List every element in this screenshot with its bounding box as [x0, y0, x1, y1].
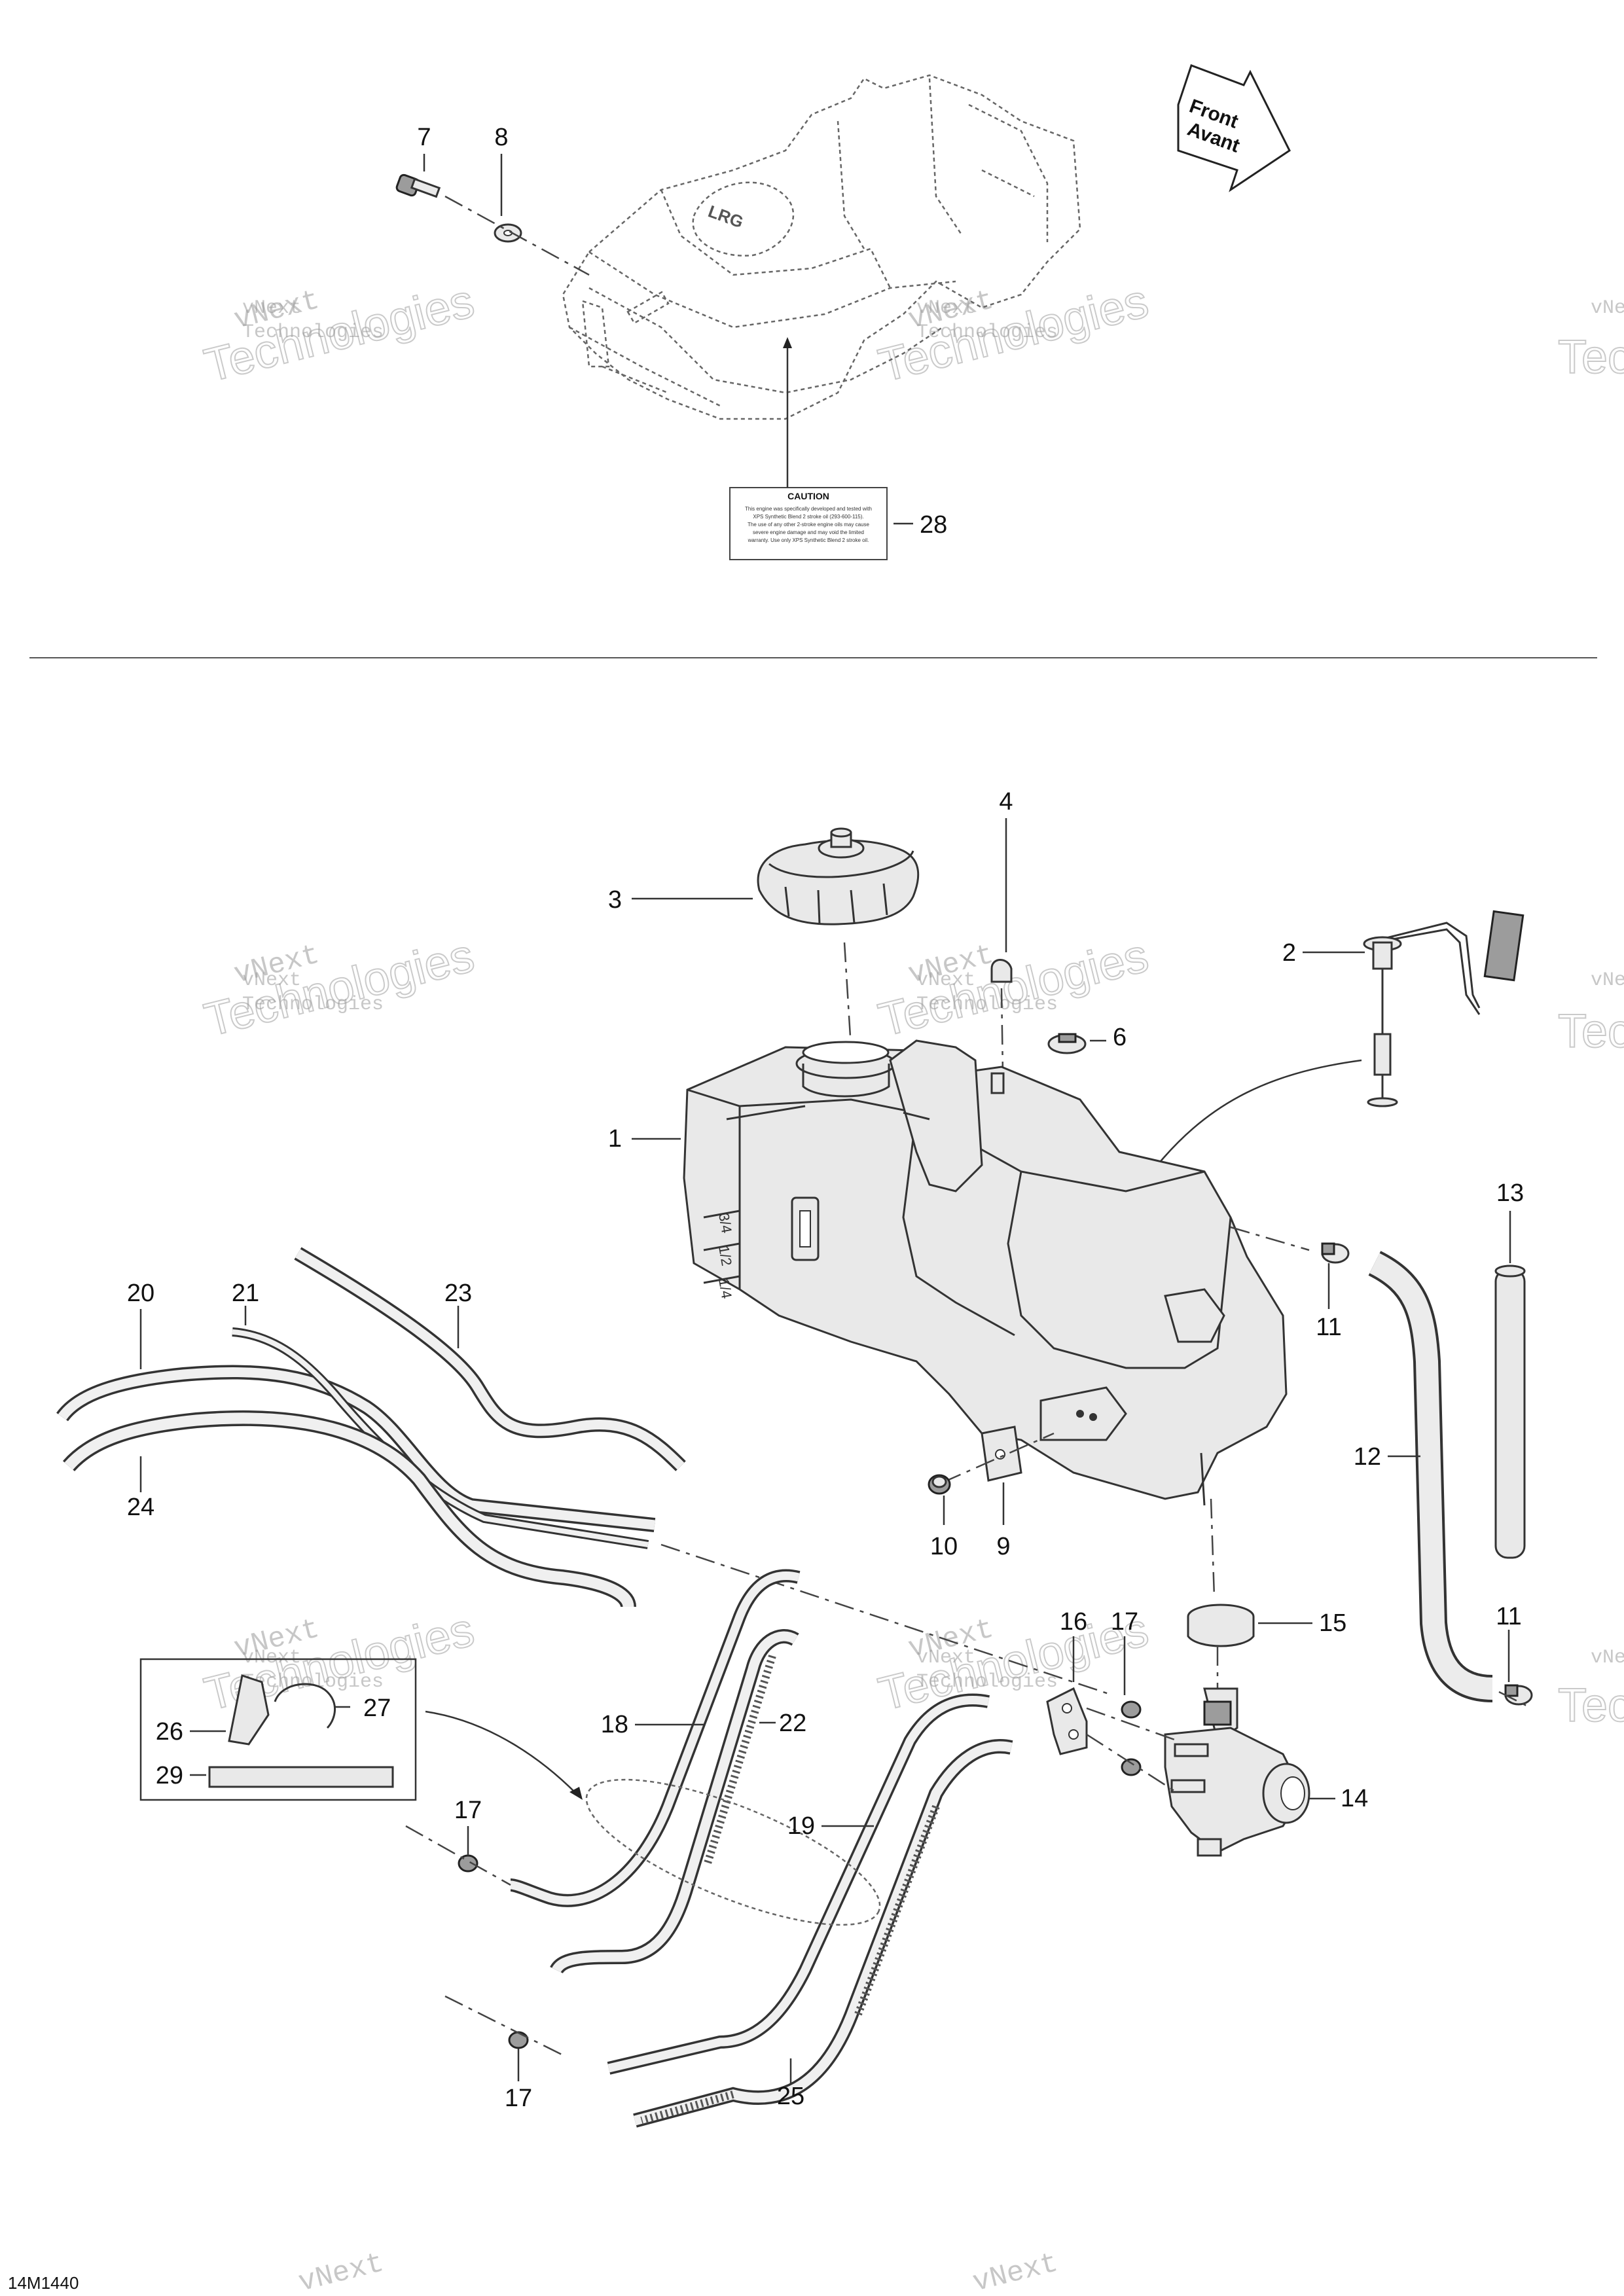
callout-6: 6: [1113, 1024, 1127, 1051]
oil-tank-cap-part-3: [757, 827, 920, 925]
callout-25: 25: [777, 2083, 804, 2110]
callout-26: 26: [156, 1718, 183, 1746]
oil-level-sensor-part-2: [1149, 910, 1525, 1178]
watermark-text: Technologies: [200, 929, 479, 1047]
callout-16: 16: [1060, 1608, 1087, 1636]
caution-line: XPS Synthetic Blend 2 stroke oil (293-60…: [753, 514, 863, 520]
bracket-part-16: [1046, 1636, 1088, 1755]
clamp-part-11-lower: [1504, 1630, 1533, 1706]
oil-line-part-18: [509, 1569, 801, 1907]
oil-line-part-20: [56, 1309, 656, 1532]
callout-2: 2: [1282, 939, 1296, 967]
watermark-text: vNext: [916, 297, 975, 319]
callout-17-left: 17: [454, 1797, 482, 1824]
watermark-text: Technologies: [916, 1671, 1058, 1693]
watermark-text: Technologies: [916, 994, 1058, 1016]
callout-11-lower: 11: [1496, 1603, 1521, 1630]
hose-part-13: [1494, 1211, 1526, 1559]
watermark-text: Technologies: [916, 321, 1058, 344]
callout-13: 13: [1496, 1179, 1524, 1207]
watermark-text: Technologies: [1558, 1679, 1624, 1732]
front-direction-arrow: Front Avant: [1177, 64, 1291, 192]
oil-line-part-19: [607, 1693, 990, 2075]
callout-11-upper: 11: [1316, 1314, 1341, 1341]
watermark-text: vNext: [242, 969, 301, 992]
callout-21: 21: [232, 1280, 259, 1307]
inset-box: [139, 1658, 583, 1801]
callout-18: 18: [601, 1711, 628, 1738]
watermark-text: Technologies: [242, 321, 384, 344]
callout-8: 8: [494, 124, 508, 151]
callout-17-bottom: 17: [505, 2085, 532, 2112]
watermark-text: vNext: [916, 1647, 975, 1669]
watermark-text: vNext: [242, 1647, 301, 1669]
callout-7: 7: [417, 124, 431, 151]
watermark-text: vNext: [1591, 969, 1624, 992]
oil-line-part-22: [550, 1629, 799, 1975]
oil-line-part-21: [232, 1306, 649, 1549]
callout-22: 22: [779, 1710, 806, 1737]
watermark-text: Technologies: [242, 994, 384, 1016]
watermark-text: Technologies: [874, 929, 1153, 1047]
callout-3: 3: [608, 886, 622, 914]
watermark-text: vNext: [242, 297, 301, 319]
caution-line: warranty. Use only XPS Synthetic Blend 2…: [748, 537, 869, 543]
vehicle-frame-ghost: LRG: [562, 74, 1081, 420]
svg-text:LRG: LRG: [706, 201, 746, 232]
callout-15: 15: [1319, 1609, 1346, 1637]
watermark-text: Technologies: [1558, 331, 1624, 384]
watermark-text: Technologies: [1558, 1005, 1624, 1058]
caution-title: CAUTION: [787, 491, 829, 501]
watermark-text: vNext: [969, 2247, 1061, 2296]
watermark-text: vNext: [1591, 1647, 1624, 1669]
watermark-text: vNext: [295, 2247, 387, 2296]
watermark-text: vNext: [1591, 297, 1624, 319]
callout-27: 27: [363, 1695, 391, 1722]
nut-part-17-bottom: [508, 2031, 529, 2081]
callout-1: 1: [608, 1125, 622, 1153]
callout-4: 4: [999, 788, 1013, 816]
callout-23: 23: [444, 1280, 472, 1307]
caution-line: This engine was specifically developed a…: [745, 506, 872, 512]
oil-tank-part-1: 3/4 1/2 1/4: [632, 1039, 1288, 1506]
callout-28: 28: [920, 511, 947, 539]
vent-cap-part-4: [990, 818, 1013, 1074]
bolt-part-7: [395, 154, 441, 198]
oil-pump-part-14: [1164, 1687, 1335, 1857]
nut-part-10: [928, 1474, 951, 1525]
oil-line-part-25: [633, 1739, 1013, 2128]
ring-part-15: [1187, 1604, 1312, 1647]
washer-part-8: [444, 154, 590, 276]
clamp-part-11-upper: [1321, 1242, 1350, 1309]
plate-part-9: [981, 1426, 1022, 1525]
caution-label-part-28: CAUTION This engine was specifically dev…: [729, 337, 913, 560]
callout-19: 19: [787, 1812, 815, 1840]
clamp-part-6: [1047, 1033, 1106, 1054]
callout-14: 14: [1341, 1785, 1368, 1812]
callout-9: 9: [996, 1533, 1010, 1560]
callout-20: 20: [127, 1280, 154, 1307]
caution-line: severe engine damage and may void the li…: [753, 529, 864, 535]
callout-labels: 7 8 28 4 3 2 6 1 13 20 21 23 11 12 24 10…: [8, 124, 1524, 2293]
callout-29: 29: [156, 1762, 183, 1789]
callout-12: 12: [1354, 1443, 1381, 1471]
callout-10: 10: [930, 1533, 958, 1560]
watermark-text: vNext: [916, 969, 975, 992]
nut-part-17-left: [458, 1826, 478, 1873]
nut-part-17-pump: [1121, 1636, 1142, 1776]
diagram-code: 14M1440: [8, 2273, 79, 2293]
watermark-text: Technologies: [242, 1671, 384, 1693]
callout-17-pump: 17: [1111, 1608, 1138, 1636]
hose-part-12: [1368, 1251, 1493, 1702]
caution-line: The use of any other 2-stroke engine oil…: [748, 522, 869, 528]
oil-line-part-23: [294, 1247, 686, 1471]
oil-line-part-24: [62, 1410, 636, 1608]
callout-24: 24: [127, 1494, 154, 1521]
